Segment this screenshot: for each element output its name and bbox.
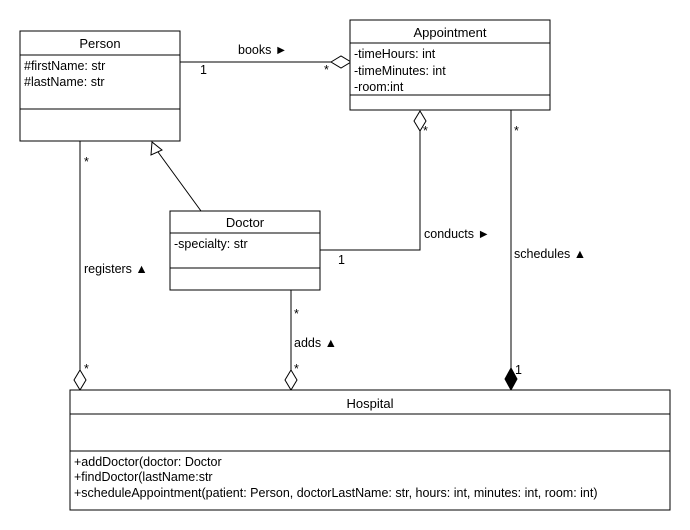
adds-association — [284, 290, 298, 391]
multiplicity: 1 — [338, 253, 345, 267]
class-appointment: Appointment -timeHours: int -timeMinutes… — [349, 19, 551, 111]
class-name: Hospital — [347, 396, 394, 411]
class-method: +scheduleAppointment(patient: Person, do… — [74, 486, 598, 500]
multiplicity: 1 — [515, 363, 522, 377]
conducts-label: conducts ► — [424, 227, 490, 241]
class-attribute: #lastName: str — [24, 75, 105, 89]
class-hospital: Hospital +addDoctor(doctor: Doctor +find… — [69, 389, 671, 511]
schedules-composition — [504, 110, 518, 392]
schedules-label: schedules ▲ — [514, 247, 586, 261]
class-name: Doctor — [226, 215, 265, 230]
aggregation-diamond-icon — [330, 55, 352, 69]
multiplicity: * — [294, 362, 299, 376]
generalization-doctor-person — [150, 141, 202, 212]
class-attribute: -room:int — [354, 80, 404, 94]
adds-label: adds ▲ — [294, 336, 337, 350]
multiplicity: * — [514, 124, 519, 138]
registers-association — [73, 141, 87, 391]
class-person: Person #firstName: str #lastName: str — [19, 30, 181, 142]
class-doctor: Doctor -specialty: str — [169, 210, 321, 291]
inheritance-triangle-icon — [150, 141, 163, 156]
class-name: Appointment — [414, 25, 487, 40]
multiplicity: * — [84, 155, 89, 169]
multiplicity: 1 — [200, 63, 207, 77]
class-name: Person — [79, 36, 120, 51]
class-attribute: -specialty: str — [174, 237, 248, 251]
multiplicity: * — [294, 307, 299, 321]
class-method: +addDoctor(doctor: Doctor — [74, 455, 222, 469]
books-label: books ► — [238, 43, 287, 57]
multiplicity: * — [84, 362, 89, 376]
conducts-association — [320, 110, 427, 251]
class-attribute: -timeHours: int — [354, 47, 436, 61]
class-method: +findDoctor(lastName:str — [74, 470, 213, 484]
class-attribute: -timeMinutes: int — [354, 64, 446, 78]
class-attribute: #firstName: str — [24, 59, 105, 73]
multiplicity: * — [324, 63, 329, 77]
registers-label: registers ▲ — [84, 262, 148, 276]
multiplicity: * — [423, 124, 428, 138]
